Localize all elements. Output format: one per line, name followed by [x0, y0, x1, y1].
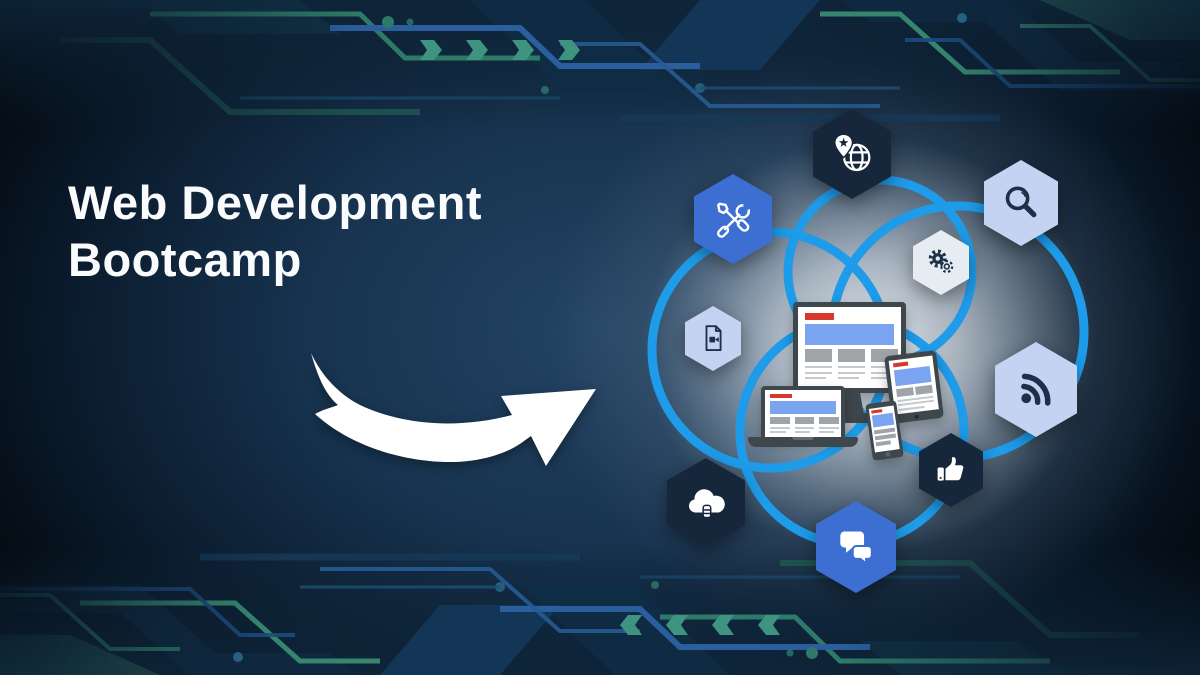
tools-icon	[716, 199, 754, 238]
hexagon-rss	[995, 342, 1077, 437]
thumbs-up-icon	[937, 457, 964, 481]
phone-screen-mockup	[868, 405, 900, 453]
phone-home-button	[885, 451, 891, 458]
hexagon-gears	[913, 230, 969, 295]
laptop-base	[748, 437, 858, 447]
video-file-icon	[705, 325, 722, 352]
circuit-pattern-bottom	[0, 545, 1200, 675]
page-title: Web Development Bootcamp	[68, 174, 482, 288]
circuit-pattern-top	[0, 0, 1200, 130]
hexagon-tools	[694, 174, 772, 264]
rss-feed-icon	[1020, 373, 1051, 406]
laptop	[761, 386, 845, 439]
hexagon-chat	[816, 501, 896, 593]
tablet-home-button	[914, 414, 919, 419]
search-icon	[1005, 186, 1037, 218]
chat-bubbles-icon	[840, 532, 874, 567]
title-line-2: Bootcamp	[68, 233, 302, 286]
desktop-screen-mockup	[798, 307, 901, 388]
hexagon-video-file	[685, 306, 741, 371]
globe-pin-icon	[833, 133, 871, 172]
gears-icon	[928, 249, 953, 274]
hexagon-cloud	[667, 458, 745, 548]
cloud-database-icon	[688, 489, 725, 519]
hexagon-global-web	[813, 109, 891, 199]
hexagon-search	[984, 160, 1058, 246]
hexagon-like	[919, 433, 983, 507]
laptop-screen-mockup	[765, 390, 841, 437]
monitor-base	[819, 413, 885, 423]
title-line-1: Web Development	[68, 176, 483, 229]
